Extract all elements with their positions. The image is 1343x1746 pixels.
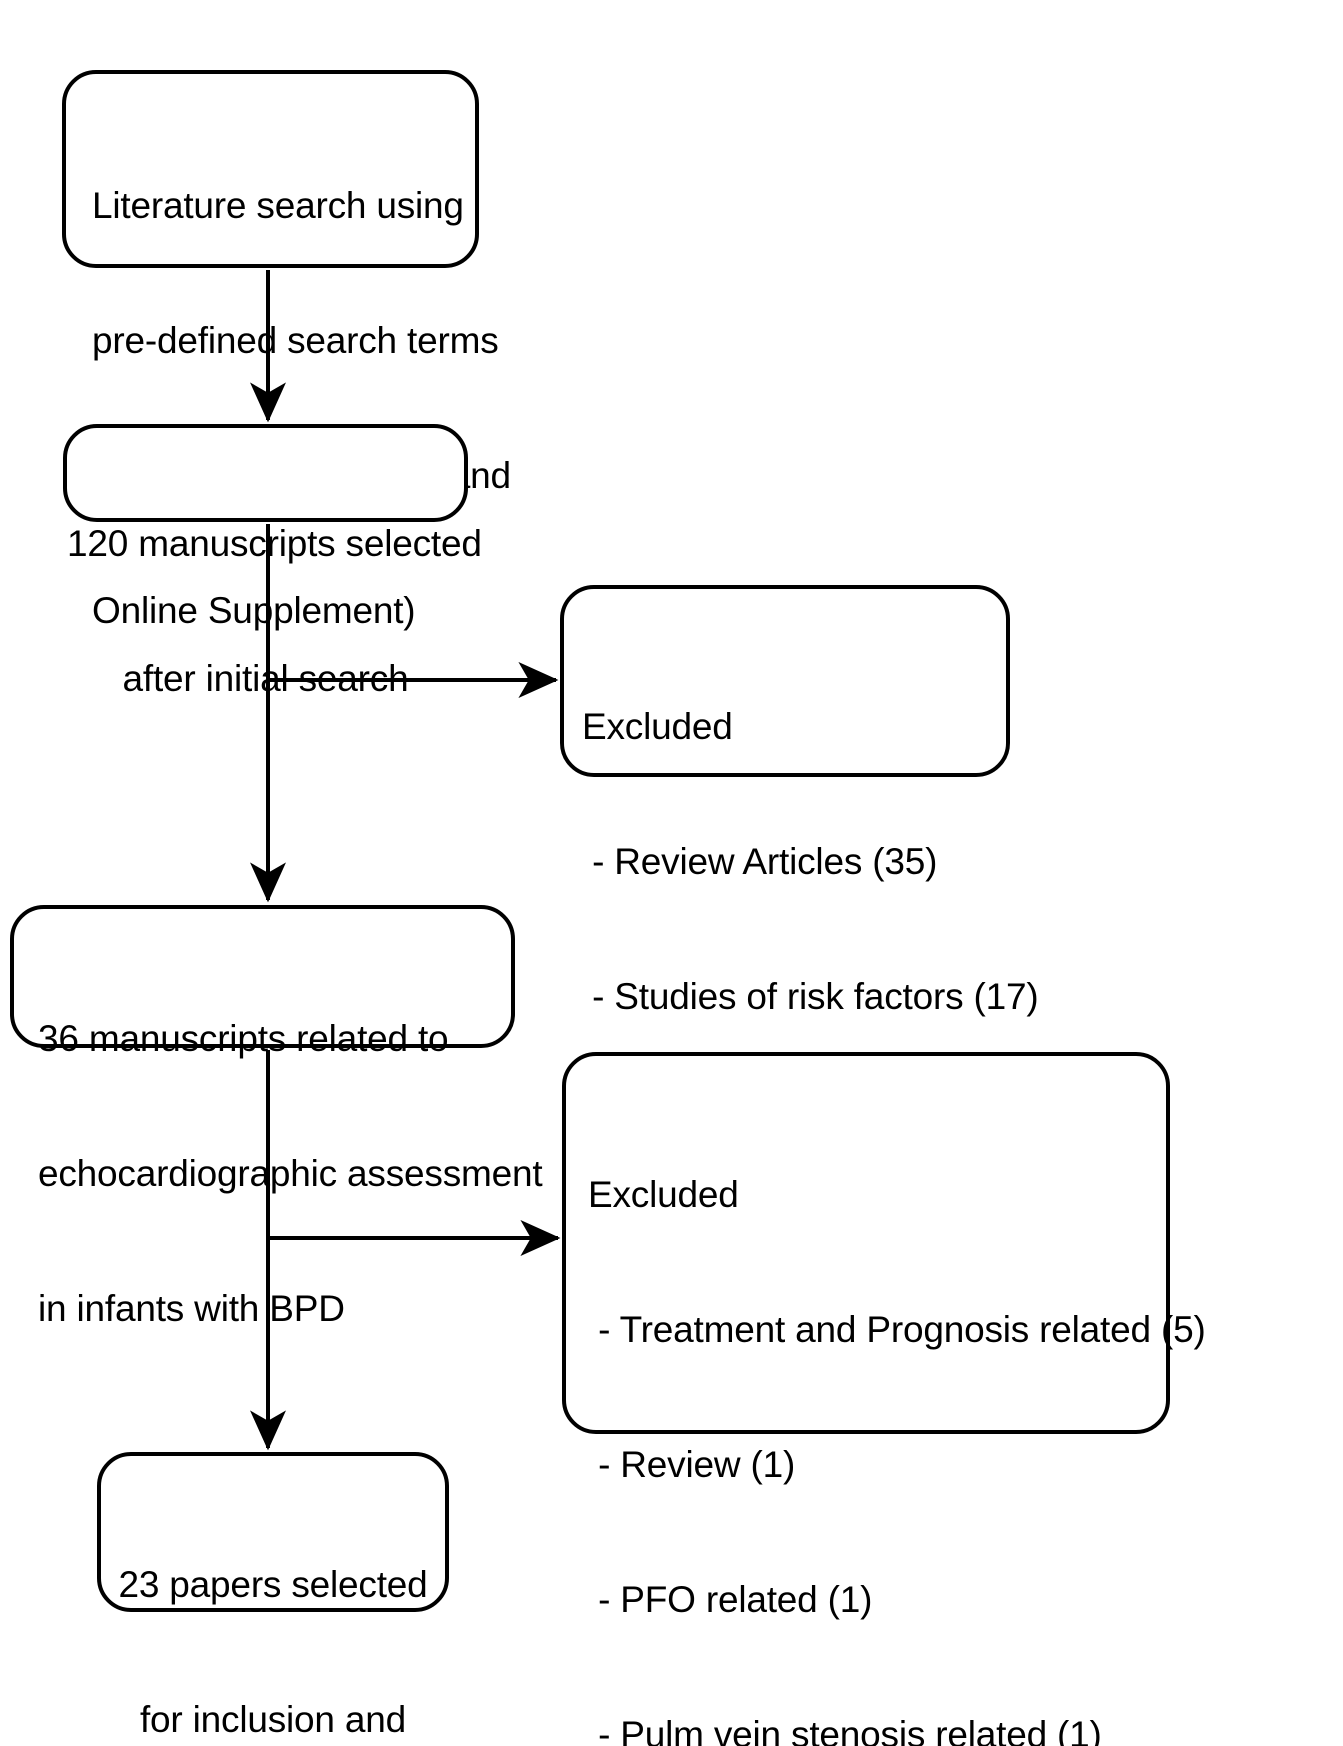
node-excluded-second-round: Excluded - Treatment and Prognosis relat…: [562, 1052, 1206, 1746]
excluded-heading: Excluded: [582, 706, 733, 747]
node-excluded-second-round-text: Excluded - Treatment and Prognosis relat…: [566, 1082, 1206, 1746]
excluded-item: - Treatment and Prognosis related (5): [588, 1309, 1206, 1350]
text-line: after initial search: [122, 658, 409, 699]
node-excluded-first-round: Excluded - Review Articles (35) - Studie…: [560, 585, 1039, 1152]
text-line: 23 papers selected: [118, 1564, 428, 1605]
text-line: for inclusion and: [139, 1699, 407, 1740]
text-line: pre-defined search terms: [92, 320, 499, 361]
excluded-heading: Excluded: [588, 1174, 739, 1215]
excluded-item: - PFO related (1): [588, 1579, 873, 1620]
node-manuscripts-selected-text: 120 manuscripts selected after initial s…: [67, 431, 482, 791]
text-line: echocardiographic assessment: [38, 1153, 543, 1194]
node-manuscripts-selected: 120 manuscripts selected after initial s…: [63, 424, 482, 699]
excluded-item: - Review (1): [588, 1444, 796, 1485]
node-manuscripts-related-text: 36 manuscripts related to echocardiograp…: [14, 926, 543, 1421]
excluded-item: - Pulm vein stenosis related (1): [588, 1714, 1102, 1746]
text-line: in infants with BPD: [38, 1288, 345, 1329]
excluded-item: - Studies of risk factors (17): [582, 976, 1039, 1017]
node-manuscripts-related: 36 manuscripts related to echocardiograp…: [10, 905, 543, 1329]
text-line: 120 manuscripts selected: [67, 523, 482, 564]
node-papers-final-text: 23 papers selected for inclusion and fin…: [101, 1472, 445, 1746]
node-literature-search: Literature search using pre-defined sear…: [62, 70, 511, 631]
node-papers-final: 23 papers selected for inclusion and fin…: [97, 1452, 449, 1740]
text-line: Online Supplement): [92, 590, 416, 631]
excluded-item: - Review Articles (35): [582, 841, 938, 882]
text-line: Literature search using: [92, 185, 464, 226]
text-line: 36 manuscripts related to: [38, 1018, 449, 1059]
